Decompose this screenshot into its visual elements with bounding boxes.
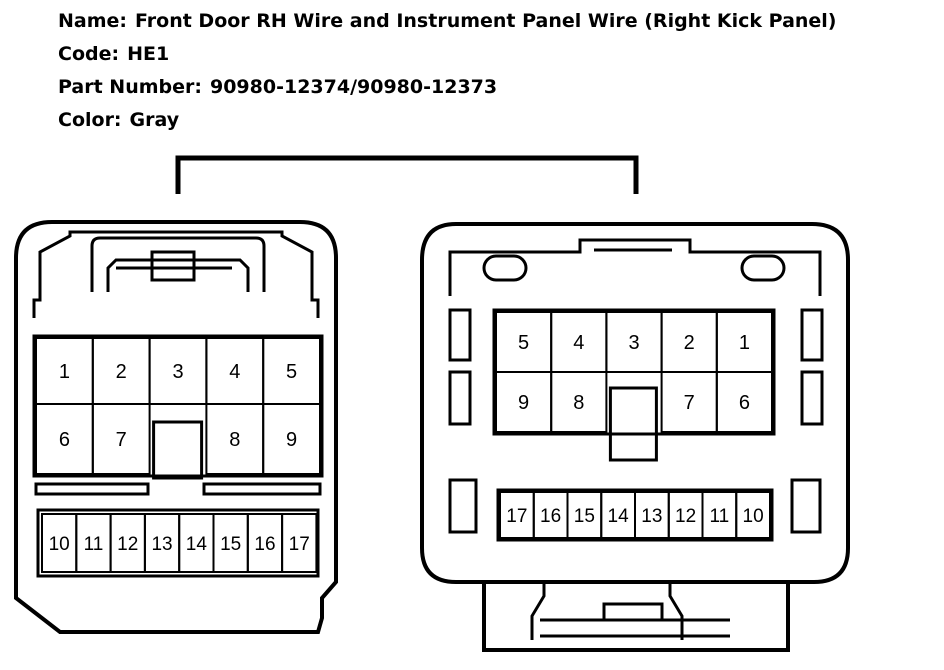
connector-color-line: Color: Gray	[58, 109, 179, 131]
pin-number: 6	[59, 429, 70, 451]
pin-number: 3	[628, 332, 639, 354]
pin-number: 15	[574, 506, 595, 527]
right-bottom-latch	[482, 584, 790, 652]
right-connector	[420, 222, 850, 652]
pin-number: 3	[172, 361, 183, 383]
left-latch-frame	[90, 236, 266, 292]
right-side-tab	[800, 370, 824, 426]
pin-number: 14	[608, 506, 630, 527]
pin-cell	[281, 513, 318, 573]
pin-number: 10	[49, 534, 70, 555]
pin-cell	[262, 403, 322, 475]
pin-number: 16	[254, 534, 275, 555]
pin-number: 4	[573, 332, 584, 354]
right-left-hole	[482, 254, 528, 282]
pin-number: 16	[540, 506, 561, 527]
pin-number: 8	[229, 429, 240, 451]
right-side-tab	[800, 308, 824, 362]
part-number-label: Part Number:	[58, 76, 202, 98]
connector-code-line: Code: HE1	[58, 43, 169, 65]
left-connector	[14, 220, 338, 634]
pin-number: 14	[186, 534, 208, 555]
pin-number: 7	[116, 429, 127, 451]
connector-color: Gray	[129, 109, 180, 131]
left-latch	[106, 258, 250, 292]
code-label: Code:	[58, 43, 120, 65]
pin-number: 12	[675, 506, 696, 527]
right-side-tab	[790, 478, 822, 534]
pin-number: 15	[220, 534, 241, 555]
pin-number: 7	[684, 392, 695, 414]
right-connector-body	[420, 222, 850, 584]
part-number-line: Part Number: 90980-12374/90980-12373	[58, 76, 497, 98]
pin-number: 6	[739, 392, 750, 414]
pin-number: 11	[710, 506, 730, 527]
part-number: 90980-12374/90980-12373	[209, 76, 498, 98]
left-latch-tab	[150, 250, 196, 282]
connector-name-line: Name: Front Door RH Wire and Instrument P…	[58, 10, 837, 32]
name-label: Name:	[58, 10, 128, 32]
right-side-tab	[448, 308, 472, 362]
pin-number: 5	[518, 332, 529, 354]
pin-cavity-blank	[608, 386, 658, 462]
left-connector-body	[14, 220, 338, 634]
right-side-tab	[448, 370, 472, 426]
pin-number: 9	[286, 429, 297, 451]
right-bottom-latch-edge	[668, 584, 684, 640]
connector-name: Front Door RH Wire and Instrument Panel …	[135, 10, 837, 32]
pin-number: 1	[739, 332, 750, 354]
pin-number: 1	[59, 361, 70, 383]
right-right-hole	[740, 254, 786, 282]
pin-number: 9	[518, 392, 529, 414]
right-connector-pins: 5 4 3 2 1 9 8 7 6 17 16 15 14 13 12 11 10	[495, 311, 773, 539]
right-side-tab	[448, 478, 478, 534]
left-pin-block	[32, 334, 324, 478]
left-connector-inner-outline	[32, 230, 320, 318]
mating-bracket	[175, 155, 639, 194]
pin-cavity-blank	[152, 420, 204, 480]
pin-cell	[550, 371, 608, 433]
right-bottom-latch-tab	[602, 602, 664, 620]
right-pin-block	[492, 308, 776, 436]
right-bottom-latch-edge	[530, 584, 546, 640]
pin-number: 8	[573, 392, 584, 414]
pin-number: 4	[229, 361, 240, 383]
right-connector-inner-outline	[448, 238, 822, 296]
pin-number: 2	[116, 361, 127, 383]
pin-number: 10	[743, 506, 764, 527]
pin-number: 13	[151, 534, 172, 555]
pin-number: 5	[286, 361, 297, 383]
pin-cell	[715, 371, 773, 433]
right-small-pin-block	[496, 488, 774, 542]
connector-code: HE1	[127, 43, 170, 65]
pin-number: 13	[641, 506, 662, 527]
pin-number: 17	[506, 506, 527, 527]
left-separator-bar	[34, 482, 150, 496]
color-label: Color:	[58, 109, 122, 131]
left-small-pin-block	[36, 508, 320, 578]
left-separator-bar	[202, 482, 322, 496]
pin-number: 17	[289, 534, 310, 555]
pin-number: 12	[117, 534, 138, 555]
pin-number: 11	[84, 534, 104, 555]
pin-cell	[91, 403, 151, 475]
pin-number: 2	[684, 332, 695, 354]
pin-cell	[735, 491, 771, 539]
